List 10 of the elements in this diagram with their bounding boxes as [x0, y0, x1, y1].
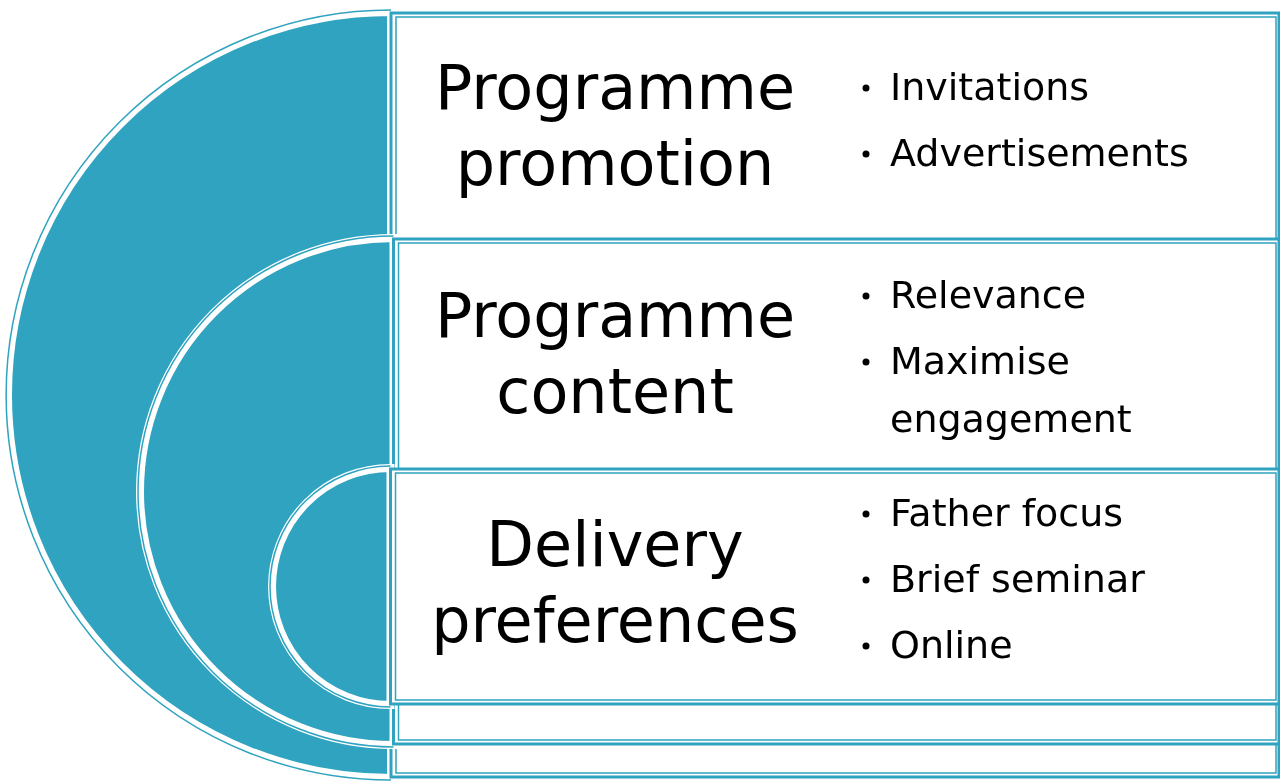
bullet-text: Brief seminar — [890, 557, 1145, 601]
bullet-text: Maximise engagement — [890, 339, 1132, 441]
bullet-text: Relevance — [890, 273, 1087, 317]
bullet-text: Invitations — [890, 65, 1090, 109]
band-heading: Programme promotion — [433, 50, 797, 202]
band-heading: Delivery preferences — [430, 507, 800, 659]
band-heading: Programme content — [433, 278, 797, 430]
bullet-text: Advertisements — [890, 131, 1189, 175]
bullet-text: Father focus — [890, 491, 1124, 535]
bullet-text: Online — [890, 623, 1013, 667]
